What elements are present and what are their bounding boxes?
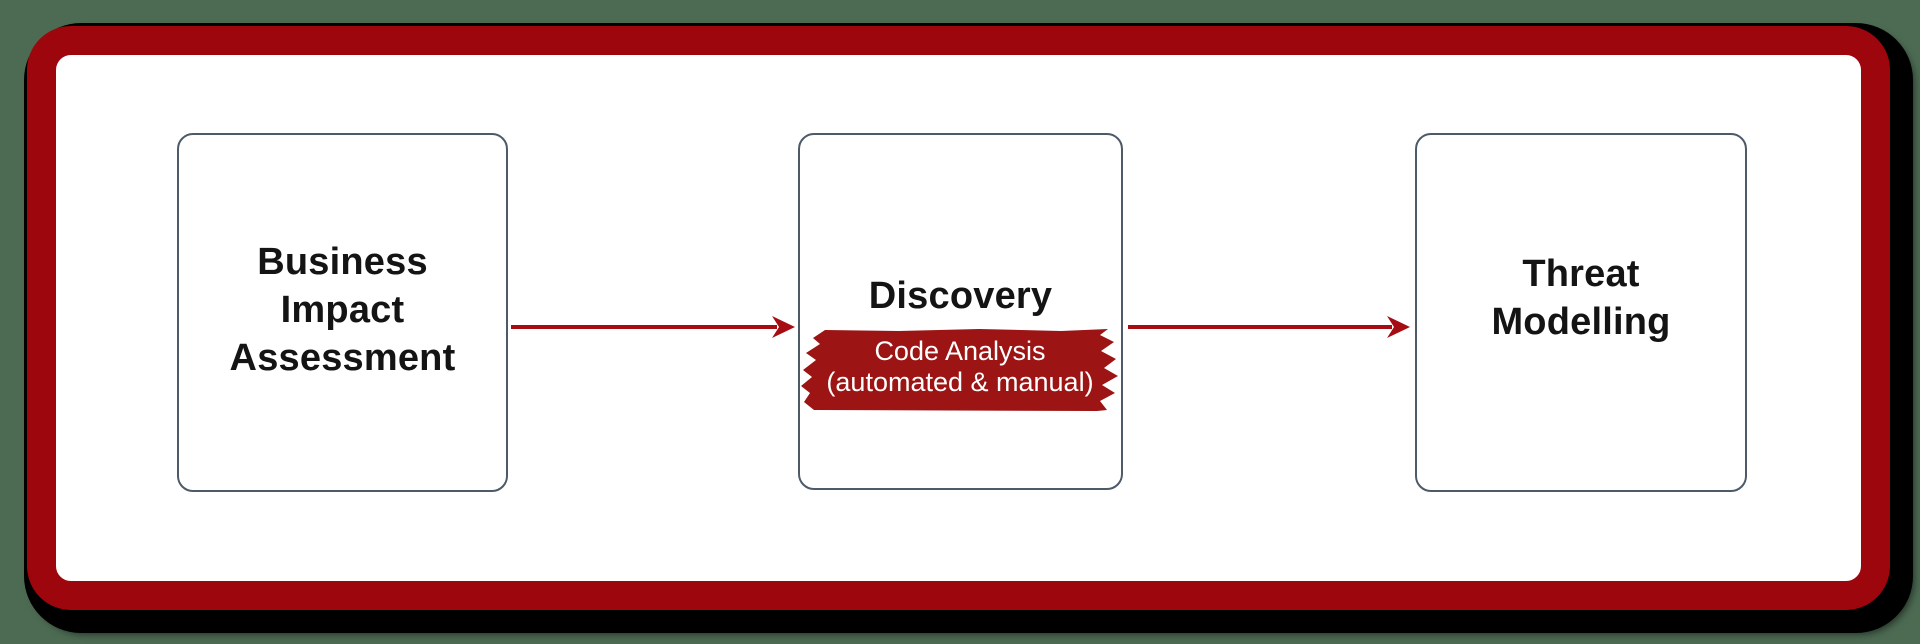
node-discovery: Discovery Code Analysis (automated & man… <box>798 133 1123 490</box>
node-label: Threat Modelling <box>1491 250 1670 346</box>
node-label-line: Modelling <box>1491 300 1671 343</box>
highlight-label: Code Analysis (automated & manual) <box>799 336 1121 398</box>
highlight-label-line: Code Analysis <box>874 336 1046 366</box>
node-label: Discovery <box>868 275 1053 317</box>
node-business-impact-assessment: Business Impact Assessment <box>177 133 508 492</box>
node-label-line: Impact <box>280 288 405 331</box>
code-analysis-highlight: Code Analysis (automated & manual) <box>799 327 1121 411</box>
torn-paper-shape-icon <box>801 329 1118 411</box>
node-label-line: Threat <box>1522 252 1640 295</box>
node-label-line: Business <box>257 240 428 283</box>
node-threat-modelling: Threat Modelling <box>1415 133 1747 492</box>
highlight-label-line: (automated & manual) <box>826 367 1094 397</box>
node-label: Business Impact Assessment <box>230 238 456 382</box>
node-label-line: Assessment <box>229 336 456 379</box>
